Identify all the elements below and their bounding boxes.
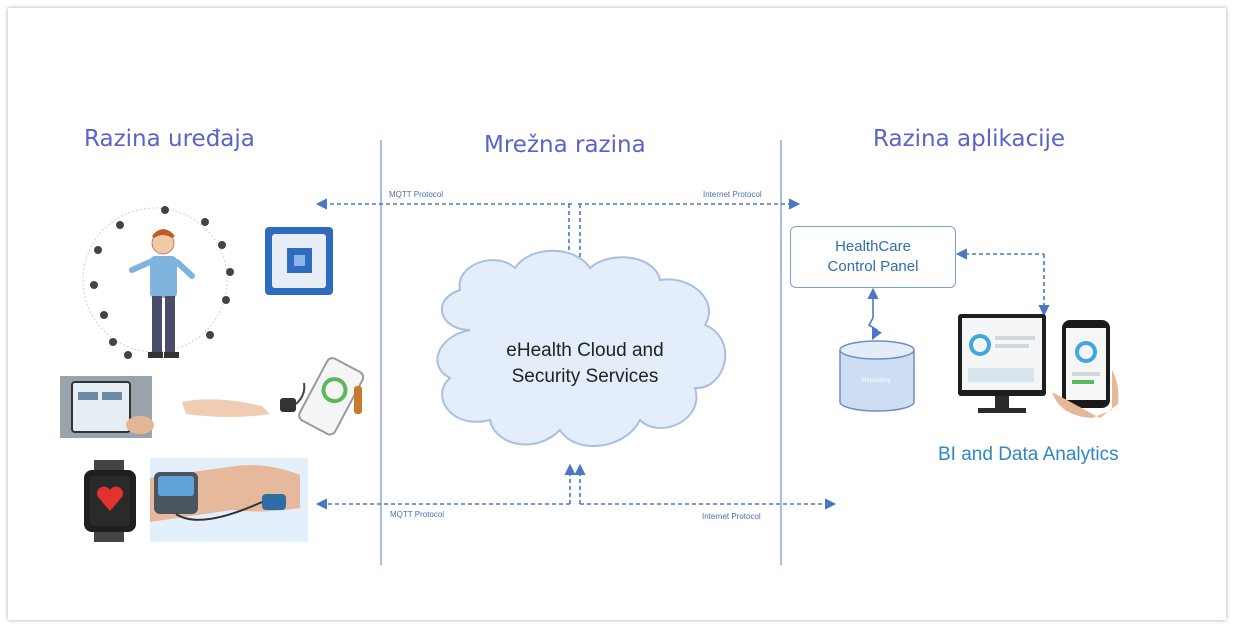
internet-protocol-top-label: Internet Protocol xyxy=(703,190,762,199)
database-icon xyxy=(839,340,915,412)
internet-protocol-bottom-label: Internet Protocol xyxy=(702,512,761,521)
phone-thermometer-icon xyxy=(60,376,154,438)
panel-phone-connector xyxy=(955,248,1050,317)
smartwatch-icon xyxy=(84,460,136,542)
smartphone-dashboard-icon xyxy=(1052,320,1119,418)
wearables-person-icon xyxy=(82,206,234,359)
network-layer-heading: Mrežna razina xyxy=(484,132,646,158)
repository-label: Repository xyxy=(862,378,891,384)
device-layer-heading: Razina uređaja xyxy=(84,126,255,152)
pulse-oximeter-phone-icon xyxy=(182,357,365,436)
control-panel-line-2: Control Panel xyxy=(827,258,919,275)
top-protocol-arrows xyxy=(315,198,801,273)
cloud-shape xyxy=(436,249,727,447)
healthcare-control-panel: HealthCare Control Panel xyxy=(790,226,956,288)
cloud-line-2: Security Services xyxy=(511,366,659,387)
cloud-services-label: eHealth Cloud and Security Services xyxy=(465,338,705,390)
mqtt-protocol-bottom-label: MQTT Protocol xyxy=(390,510,445,519)
wrist-oximeter-icon xyxy=(150,458,308,542)
application-layer-heading: Razina aplikacije xyxy=(873,126,1066,152)
bi-analytics-label: BI and Data Analytics xyxy=(938,444,1119,465)
control-panel-line-1: HealthCare xyxy=(835,238,911,255)
panel-repository-connector xyxy=(867,287,883,341)
cloud-line-1: eHealth Cloud and xyxy=(506,340,664,361)
monitor-dashboard-icon xyxy=(958,314,1046,413)
bottom-protocol-arrows xyxy=(315,463,837,510)
mqtt-protocol-top-label: MQTT Protocol xyxy=(389,190,444,199)
gateway-device-icon xyxy=(265,227,333,295)
